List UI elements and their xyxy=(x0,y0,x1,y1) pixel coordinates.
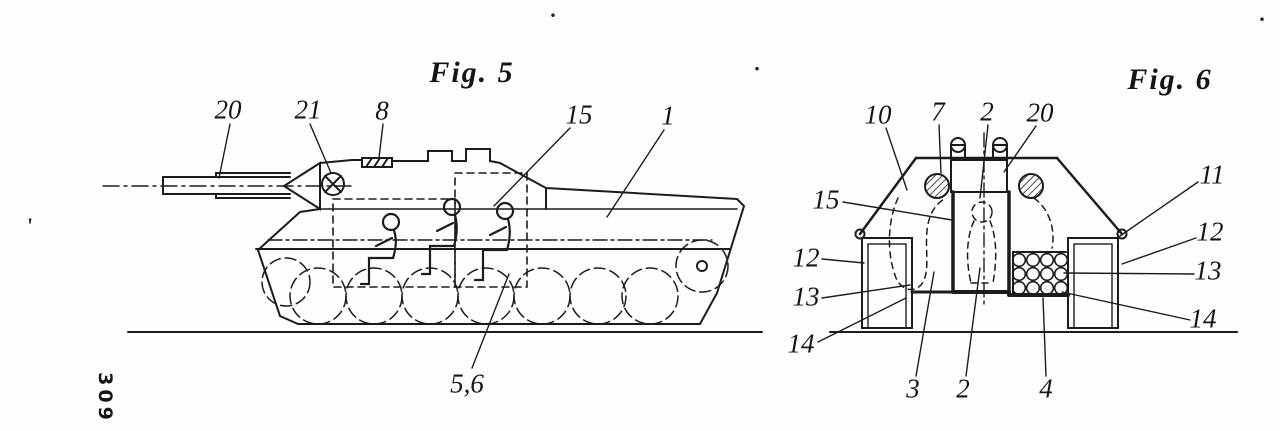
internal-dashed-outlines xyxy=(888,197,1054,291)
right-corner-pin xyxy=(1116,228,1128,240)
fig6-leader-lines xyxy=(817,124,1199,377)
gun-barrel xyxy=(162,172,291,199)
fig6-ref-14-right: 14 xyxy=(1189,303,1217,334)
track-bottom xyxy=(257,249,718,325)
mark-top-center: . xyxy=(550,0,556,22)
drive-sprocket xyxy=(675,239,729,293)
fig6-ref-13-right: 13 xyxy=(1194,255,1222,286)
fig6-ref-14-left: 14 xyxy=(787,328,815,359)
fig6-title: Fig. 6 xyxy=(1127,63,1213,96)
mark-mid-right: · xyxy=(753,56,761,81)
fig5-ref-8: 8 xyxy=(375,95,389,126)
fig5-title: Fig. 5 xyxy=(429,56,515,89)
crew-figures xyxy=(359,197,515,286)
gun-mantlet xyxy=(282,161,321,211)
fig6-ref-11: 11 xyxy=(1199,159,1225,190)
fig5-ref-15: 15 xyxy=(565,99,593,130)
fig6-tank-cross-section xyxy=(817,124,1238,377)
turret-hull-outline xyxy=(257,148,746,294)
crew-figure-2 xyxy=(420,197,462,276)
fig5-tank-side-view xyxy=(102,123,763,369)
fig5-ref-1: 1 xyxy=(661,100,675,131)
left-corner-pin xyxy=(854,228,866,240)
fig6-ref-7: 7 xyxy=(931,96,945,127)
fig6-ref-10: 10 xyxy=(864,99,892,130)
fig6-ref-15: 15 xyxy=(812,184,840,215)
trunnion-marker xyxy=(321,172,345,196)
fig6-ref-12-left: 12 xyxy=(792,242,820,273)
crew-figure-1 xyxy=(359,212,401,286)
ammo-rack xyxy=(1007,251,1070,297)
hull-outline xyxy=(858,156,1124,236)
fig6-ref-13-left: 13 xyxy=(792,281,820,312)
fig6-ref-2-bottom: 2 xyxy=(956,373,970,404)
fig6-ref-4: 4 xyxy=(1039,373,1053,404)
fig6-ref-12-right: 12 xyxy=(1196,216,1224,247)
fig5-ref-21: 21 xyxy=(294,94,322,125)
fig5-leader-lines xyxy=(218,123,665,369)
mark-top-right: . xyxy=(1259,1,1265,26)
track-boxes xyxy=(861,237,1119,329)
fig6-ref-3: 3 xyxy=(906,373,920,404)
fig5-ref-20: 20 xyxy=(214,94,242,125)
fig6-ref-2-top: 2 xyxy=(980,96,994,127)
crew-compartment-outline xyxy=(332,172,528,288)
crew-figure-3 xyxy=(473,201,515,282)
fig5-ref-5-6: 5,6 xyxy=(450,368,484,399)
idler-wheel xyxy=(261,257,311,307)
fig6-ref-20: 20 xyxy=(1026,97,1054,128)
gun-mount-basket xyxy=(910,159,1011,294)
mark-left-edge: ' xyxy=(26,213,34,238)
roof-hatches xyxy=(924,173,1044,199)
